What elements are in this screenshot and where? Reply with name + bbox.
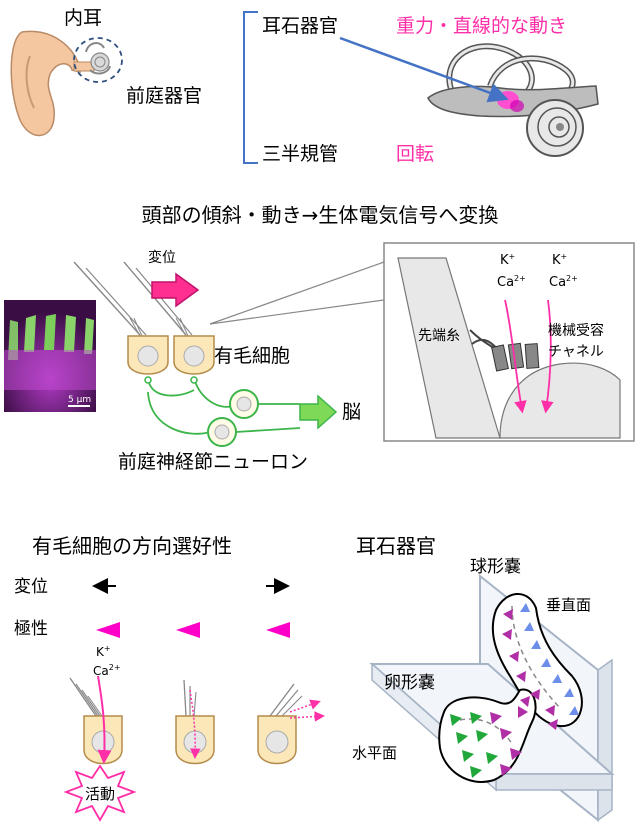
- polarity-marker-3: [266, 622, 290, 638]
- scale-bar-label: 5 μm: [68, 395, 91, 405]
- inner-ear-highlight: [73, 37, 123, 83]
- displacement-label: 変位: [148, 249, 176, 266]
- row-displacement-label: 変位: [14, 577, 48, 597]
- vertical-plane-label: 垂直面: [546, 596, 591, 614]
- canal-label: 三半規管: [262, 143, 338, 165]
- polarity-cells: [69, 675, 325, 765]
- activation-burst: [63, 764, 137, 822]
- channel-label-1: 機械受容: [548, 322, 604, 339]
- zoom-ion-ca-2: Ca2+: [549, 274, 578, 290]
- hair-cell-diagram: [73, 261, 338, 447]
- saccule-label: 球形嚢: [470, 557, 521, 577]
- zoom-ion-ca-1: Ca2+: [497, 274, 526, 290]
- polarity-ion-k: K+: [96, 644, 111, 659]
- utricle-shape: [438, 688, 537, 783]
- activation-label: 活動: [85, 785, 115, 803]
- row-polarity-label: 極性: [14, 619, 48, 639]
- otolith-description: 重力・直線的な動き: [396, 15, 567, 37]
- brain-label: 脳: [342, 401, 361, 423]
- vestibular-illustration: [427, 43, 599, 157]
- inner-ear-label: 内耳: [64, 7, 102, 29]
- bracket: [243, 11, 258, 164]
- zoom-callout: [209, 242, 635, 442]
- hair-cell-label: 有毛細胞: [214, 345, 290, 367]
- polarity-marker-1: [96, 622, 120, 638]
- saccule-shape: [491, 593, 583, 728]
- zoom-ion-k-2: K+: [552, 252, 567, 268]
- pointer-arrow: [339, 36, 509, 103]
- channel-label-2: チャネル: [548, 344, 604, 360]
- vestibule-label: 前庭器官: [126, 85, 202, 107]
- middle-heading: 頭部の傾斜・動き→生体電気信号へ変換: [142, 203, 499, 227]
- tip-link-label: 先端糸: [418, 328, 460, 344]
- otolith-label: 耳石器官: [262, 15, 338, 37]
- polarity-heading: 有毛細胞の方向選好性: [32, 534, 232, 558]
- polarity-marker-2: [176, 622, 200, 638]
- utricle-label: 卵形嚢: [384, 673, 435, 693]
- horizontal-plane-label: 水平面: [352, 744, 397, 762]
- neuron-label: 前庭神経節ニューロン: [118, 451, 308, 473]
- zoom-ion-k-1: K+: [500, 252, 515, 268]
- otolith-organ-heading: 耳石器官: [356, 534, 436, 558]
- brain-arrow: [299, 394, 338, 430]
- microscopy-image: [4, 300, 96, 412]
- canal-description: 回転: [396, 143, 434, 165]
- polarity-ion-ca: Ca2+: [93, 663, 121, 678]
- displacement-arrow: [151, 272, 200, 308]
- otolith-planes: [369, 573, 615, 823]
- ear-illustration: [10, 30, 123, 137]
